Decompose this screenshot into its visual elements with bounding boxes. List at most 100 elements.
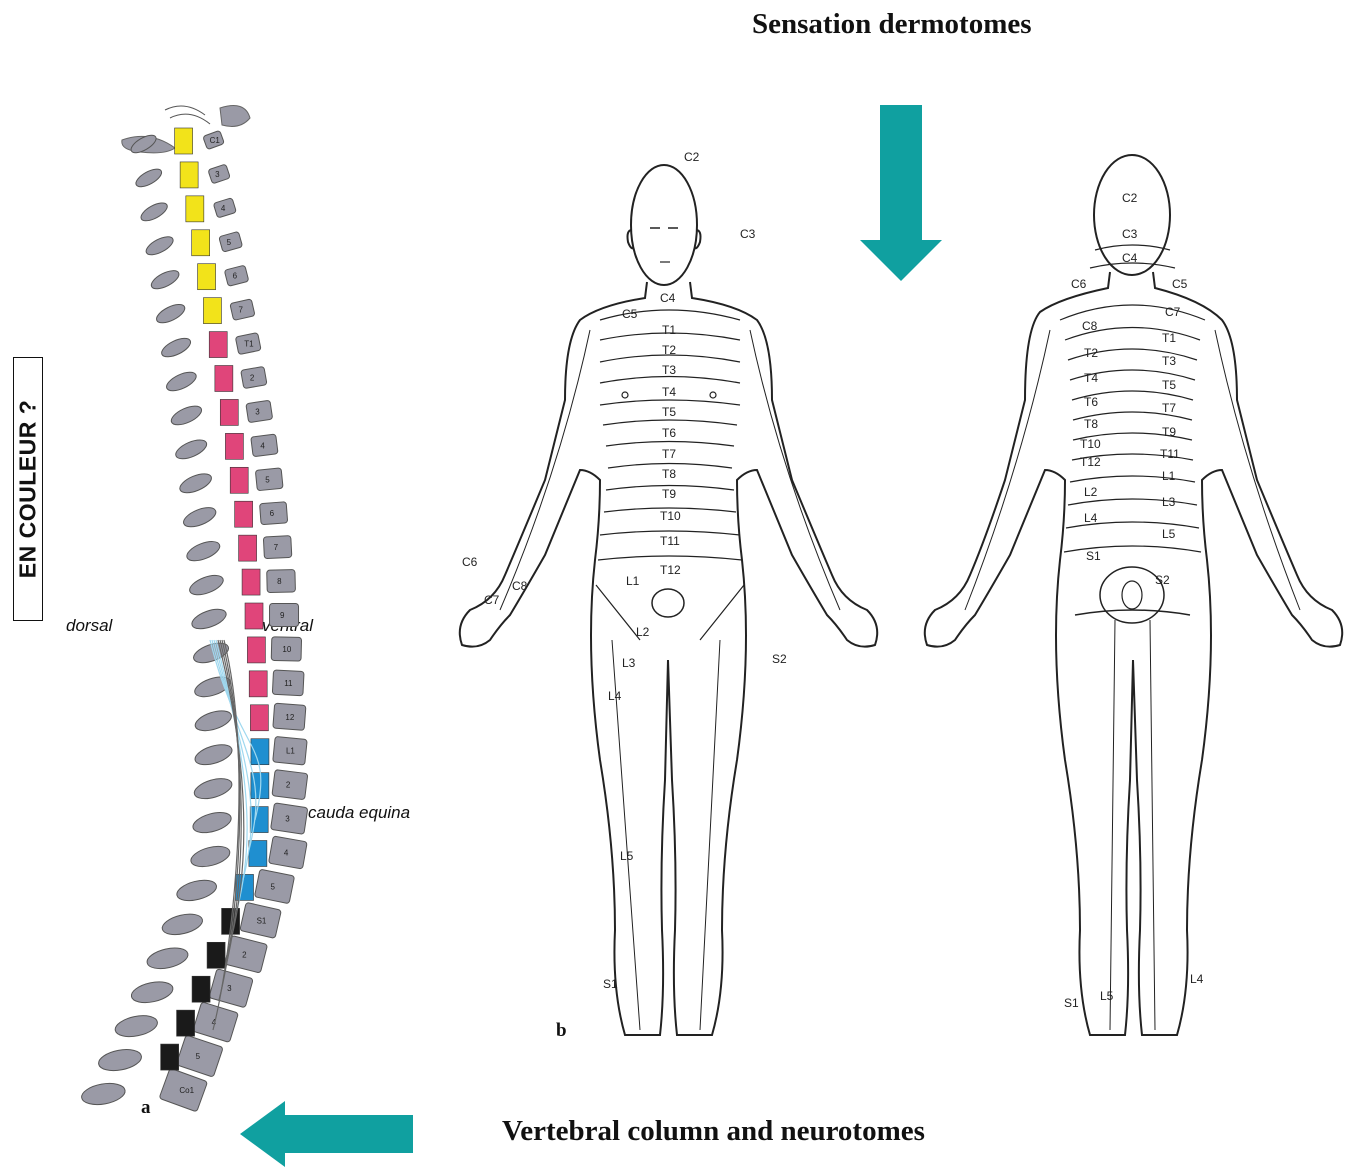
label-c3-back: C3 [1122, 227, 1138, 241]
spinous-process [145, 944, 190, 972]
spinous-process [189, 605, 228, 632]
spinous-process [149, 267, 182, 293]
thoracic-cord-segment [215, 366, 233, 392]
spinous-process [113, 1012, 159, 1040]
vertebra-label: 2 [250, 374, 255, 383]
thoracic-cord-segment [230, 467, 248, 493]
spinous-process [160, 911, 204, 939]
front-dermatome-labels: C2 C3 C4 C5 T1 T2 T3 T4 T5 T6 T7 T8 T9 T… [462, 150, 787, 991]
label-t3-back: T3 [1162, 354, 1176, 368]
spinous-process [169, 402, 205, 428]
vertebra-label: 5 [227, 238, 232, 247]
spinous-process [97, 1046, 143, 1073]
label-t3-front: T3 [662, 363, 676, 377]
vertebra-label: 11 [284, 679, 293, 688]
label-l3-back: L3 [1162, 495, 1176, 509]
label-l1-back: L1 [1162, 469, 1176, 483]
vertebra-label: 6 [270, 509, 275, 518]
spinous-process [173, 436, 209, 463]
vertebra-label: 3 [215, 170, 220, 179]
label-t5-back: T5 [1162, 378, 1176, 392]
label-l4-back-foot: L4 [1190, 972, 1204, 986]
vertebra-label: S1 [257, 916, 267, 925]
label-t9-front: T9 [662, 487, 676, 501]
label-c8-front: C8 [512, 579, 528, 593]
thoracic-cord-segment [239, 535, 257, 561]
vertebra-label: 6 [233, 272, 238, 281]
vertebra-label: 12 [285, 713, 294, 722]
label-s1-front: S1 [603, 977, 618, 991]
spinous-process [138, 199, 170, 224]
back-body-figure [925, 155, 1342, 1035]
label-c7-front: C7 [484, 593, 500, 607]
label-l2-back: L2 [1084, 485, 1098, 499]
label-t1-back: T1 [1162, 331, 1176, 345]
lumbar-cord-segment [251, 739, 269, 765]
vertebra-label: 9 [280, 611, 285, 620]
label-t12-front: T12 [660, 563, 681, 577]
vertebra-label: L1 [286, 747, 295, 756]
spinous-process [143, 233, 175, 258]
spinous-process [181, 504, 218, 531]
cervical-cord-segment [192, 230, 210, 256]
spinous-process [159, 335, 193, 361]
label-l5-back: L5 [1162, 527, 1176, 541]
thoracic-cord-segment [247, 637, 265, 663]
label-t10-front: T10 [660, 509, 681, 523]
vertebra-label: 5 [196, 1052, 201, 1061]
label-s1-back: S1 [1086, 549, 1101, 563]
label-l5-front: L5 [620, 849, 634, 863]
down-arrow [860, 105, 942, 281]
spinous-process [193, 707, 234, 735]
spinous-process [154, 301, 188, 327]
cervical-cord-segment [203, 298, 221, 324]
spinous-process [164, 368, 199, 394]
vertebra-label: 4 [284, 849, 289, 858]
label-c2-front: C2 [684, 150, 700, 164]
vertebra-label: 8 [277, 577, 282, 586]
label-t6-back: T6 [1084, 395, 1098, 409]
spinous-process [187, 571, 226, 598]
vertebra-label: 4 [260, 441, 265, 450]
label-l5-back-foot: L5 [1100, 989, 1114, 1003]
label-c8-back: C8 [1082, 319, 1098, 333]
label-s1-back-foot: S1 [1064, 996, 1079, 1010]
vertebra-label: 7 [274, 543, 279, 552]
label-l4-front: L4 [608, 689, 622, 703]
label-l1-front: L1 [626, 574, 640, 588]
spinous-process [133, 166, 164, 191]
sacral-cord-segment [177, 1010, 195, 1036]
vertebra-label: 3 [227, 984, 232, 993]
spinal-column: C134567T123456789101112L12345S12345Co1 [80, 106, 308, 1112]
thoracic-cord-segment [209, 332, 227, 358]
label-s2-back: S2 [1155, 573, 1170, 587]
label-t12-back: T12 [1080, 455, 1101, 469]
vertebra-label: T1 [244, 340, 254, 349]
vertebra-label: 2 [286, 781, 291, 790]
cervical-cord-segment [175, 128, 193, 154]
vertebra-label: 3 [255, 407, 260, 416]
vertebra-label: 3 [285, 815, 290, 824]
label-l4-back: L4 [1084, 511, 1098, 525]
label-c4-back: C4 [1122, 251, 1138, 265]
label-l2-front: L2 [636, 625, 650, 639]
label-c6-back: C6 [1071, 277, 1087, 291]
spinous-process [175, 877, 219, 905]
vertebra-label: 7 [238, 306, 243, 315]
label-c6-front: C6 [462, 555, 478, 569]
thoracic-cord-segment [250, 705, 268, 731]
spinous-process [129, 978, 174, 1006]
vertebra-label: 2 [242, 950, 247, 959]
label-t9-back: T9 [1162, 425, 1176, 439]
label-l3-front: L3 [622, 656, 636, 670]
cervical-cord-segment [180, 162, 198, 188]
label-t10-back: T10 [1080, 437, 1101, 451]
label-t11-front: T11 [660, 534, 680, 548]
label-t5-front: T5 [662, 405, 676, 419]
vertebra-label: C1 [210, 136, 221, 145]
sacral-cord-segment [161, 1044, 179, 1070]
label-c4-front: C4 [660, 291, 676, 305]
spinous-process [189, 843, 232, 871]
label-t6-front: T6 [662, 426, 676, 440]
label-t8-front: T8 [662, 467, 676, 481]
